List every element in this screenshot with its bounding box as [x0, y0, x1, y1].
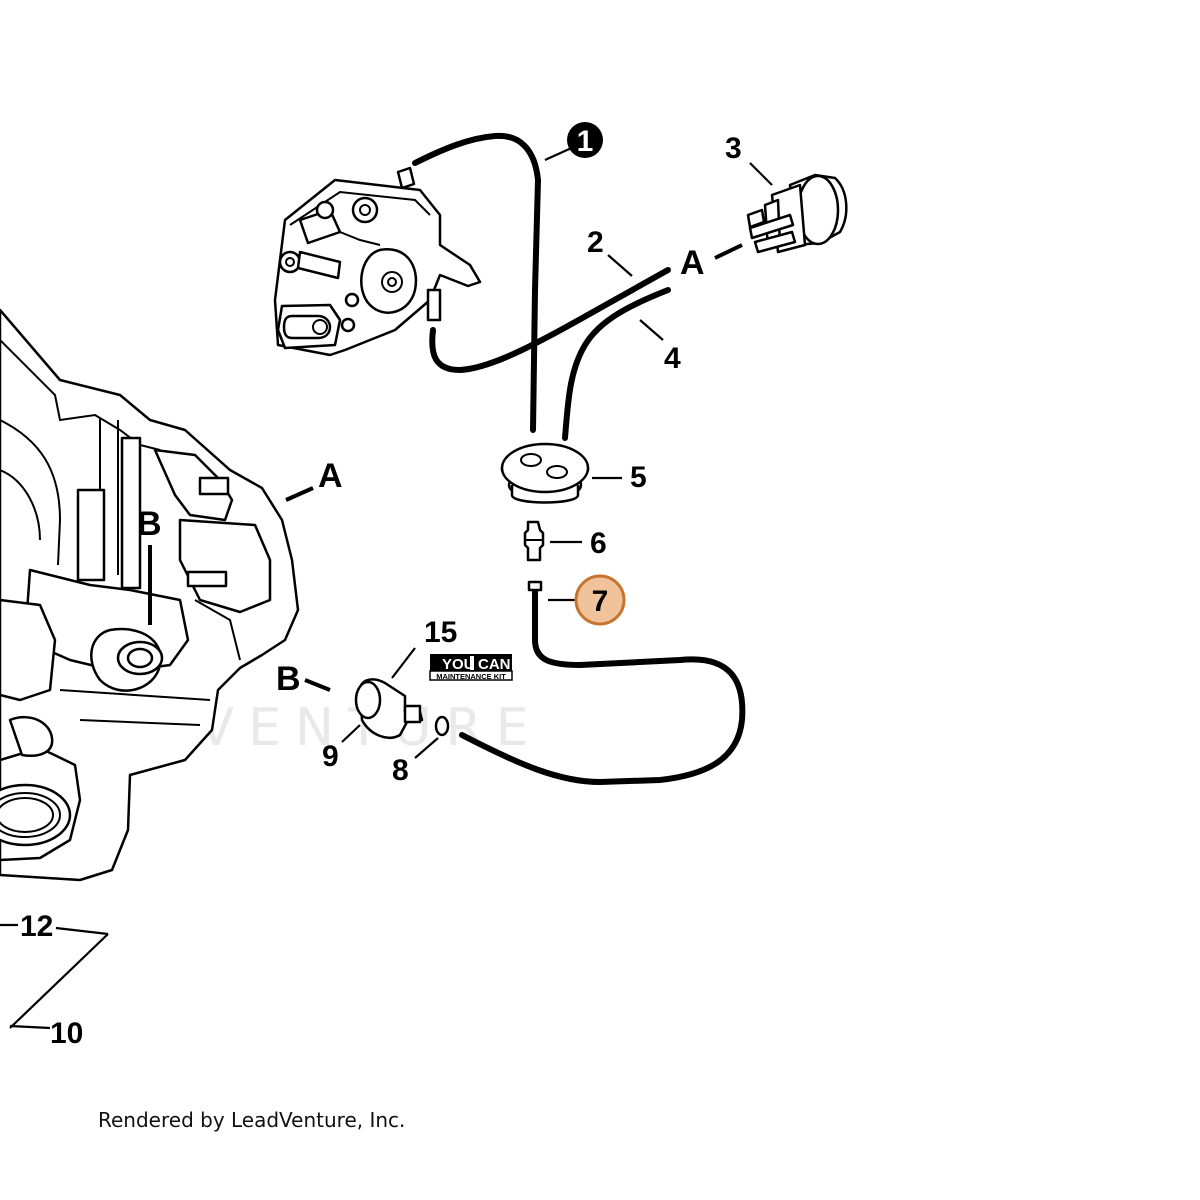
hose-fitting [523, 520, 545, 562]
fuel-hose-7 [459, 587, 746, 785]
svg-text:7: 7 [592, 585, 609, 618]
svg-text:9: 9 [322, 740, 339, 773]
callout-15: 15 [391, 616, 457, 679]
callout-6: 6 [550, 527, 607, 560]
svg-text:3: 3 [725, 132, 742, 165]
svg-text:5: 5 [630, 461, 647, 494]
connection-a-upper: A [680, 243, 743, 282]
callout-8: 8 [392, 737, 439, 787]
hose-7-end [527, 580, 543, 592]
callout-5: 5 [592, 461, 647, 494]
callout-12: 12 [0, 910, 109, 1029]
carburetor [273, 166, 482, 357]
wrench-icon [470, 656, 474, 670]
svg-text:2: 2 [587, 226, 604, 259]
svg-text:10: 10 [50, 1017, 83, 1050]
fuel-filter [354, 678, 424, 739]
fuel-hose-2 [429, 267, 671, 373]
callout-1: 1 [544, 122, 603, 162]
o-ring [434, 715, 450, 737]
svg-text:A: A [318, 457, 343, 495]
svg-text:12: 12 [20, 910, 53, 943]
svg-text:YOU: YOU [442, 656, 475, 673]
connection-b-filter: B [276, 660, 331, 698]
svg-text:CAN: CAN [478, 656, 511, 673]
svg-text:4: 4 [664, 342, 681, 375]
svg-text:B: B [276, 660, 301, 698]
fuel-hose-1 [412, 132, 541, 433]
callout-2: 2 [587, 226, 633, 277]
svg-text:15: 15 [424, 616, 457, 649]
callout-3: 3 [725, 132, 773, 186]
svg-text:1: 1 [577, 125, 594, 158]
footer-credit: Rendered by LeadVenture, Inc. [98, 1108, 406, 1132]
callout-7-highlighted[interactable]: 7 [548, 574, 626, 626]
svg-text:8: 8 [392, 754, 409, 787]
connection-b-housing: B [137, 505, 162, 625]
svg-text:A: A [680, 244, 705, 282]
tank-grommet [500, 442, 590, 504]
connection-a-housing: A [285, 457, 343, 502]
callout-9: 9 [322, 724, 361, 773]
fuel-hose-4 [562, 287, 671, 441]
callout-4: 4 [639, 319, 681, 375]
maintenance-kit-badge[interactable]: YOU CAN MAINTENANCE KIT [429, 654, 513, 681]
svg-text:6: 6 [590, 527, 607, 560]
callout-10: 10 [9, 1017, 83, 1050]
primer-bulb [746, 173, 848, 254]
svg-text:MAINTENANCE KIT: MAINTENANCE KIT [436, 672, 506, 681]
svg-text:B: B [137, 505, 162, 543]
